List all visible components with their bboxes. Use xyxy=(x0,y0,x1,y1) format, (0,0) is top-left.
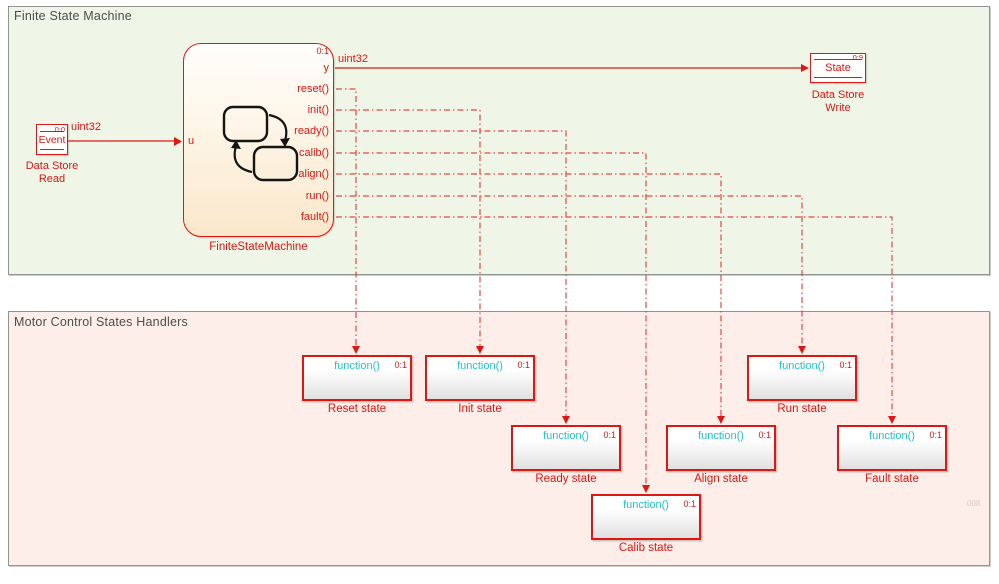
fsm-input-port-u: u xyxy=(188,135,195,147)
function-block-align-state[interactable]: function() 0:1 xyxy=(666,425,776,471)
fn-caption-init-state: Init state xyxy=(458,403,502,415)
function-block-reset-state[interactable]: function() 0:1 xyxy=(302,355,412,401)
ds-write-badge: 0:9 xyxy=(852,53,863,62)
fn-badge: 0:1 xyxy=(839,360,852,370)
fn-caption-calib-state: Calib state xyxy=(618,542,674,554)
fn-badge: 0:1 xyxy=(758,430,771,440)
fn-caption-ready-state: Ready state xyxy=(535,473,597,485)
ds-write-top-rule xyxy=(814,59,862,60)
fn-header: function() xyxy=(623,499,669,511)
fsm-event-port-init: init() xyxy=(307,104,329,116)
data-store-read-block[interactable]: 0:0 Event xyxy=(36,124,68,155)
fsm-event-port-ready: ready() xyxy=(294,125,329,137)
ds-read-name: Event xyxy=(38,134,66,146)
fn-badge: 0:1 xyxy=(517,360,530,370)
function-block-calib-state[interactable]: function() 0:1 xyxy=(591,494,701,540)
fn-badge: 0:1 xyxy=(929,430,942,440)
fsm-event-port-fault: fault() xyxy=(300,211,329,223)
data-store-write-block[interactable]: 0:9 State xyxy=(810,53,866,83)
function-block-run-state[interactable]: function() 0:1 xyxy=(747,355,857,401)
signal-type-label-write: uint32 xyxy=(338,53,368,65)
fn-header: function() xyxy=(698,430,744,442)
ds-read-top-rule xyxy=(40,131,64,132)
data-wire-arrowheads xyxy=(174,64,809,146)
fsm-event-port-calib: calib() xyxy=(299,147,329,159)
function-block-ready-state[interactable]: function() 0:1 xyxy=(511,425,621,471)
fsm-event-port-reset: reset() xyxy=(297,83,329,95)
fsm-event-port-align: align() xyxy=(298,168,329,180)
fn-header: function() xyxy=(543,430,589,442)
ds-read-caption: Data Store Read xyxy=(25,160,79,185)
signal-type-label-read: uint32 xyxy=(71,121,101,133)
ds-write-bottom-rule xyxy=(814,77,862,78)
fn-caption-align-state: Align state xyxy=(694,473,748,485)
ds-write-name: State xyxy=(825,62,851,74)
function-call-wires xyxy=(336,88,893,486)
ds-read-badge: 0:0 xyxy=(54,125,65,134)
fn-header: function() xyxy=(869,430,915,442)
fn-badge: 0:1 xyxy=(603,430,616,440)
fn-header: function() xyxy=(779,360,825,372)
stateflow-icon xyxy=(222,105,299,182)
ds-write-caption: Data Store Write xyxy=(811,89,865,114)
region-title-fsm: Finite State Machine xyxy=(14,9,132,23)
fsm-event-port-run: run() xyxy=(305,190,329,202)
fn-caption-reset-state: Reset state xyxy=(327,403,387,415)
faint-watermark: 008 xyxy=(967,499,981,508)
fsm-output-port-y: y xyxy=(323,62,330,74)
fn-caption-fault-state: Fault state xyxy=(865,473,919,485)
region-motor-control-states-handlers xyxy=(8,311,990,566)
fn-header: function() xyxy=(334,360,380,372)
fn-header: function() xyxy=(457,360,503,372)
fn-badge: 0:1 xyxy=(394,360,407,370)
finite-state-machine-chart-block[interactable]: 0:1 xyxy=(183,43,334,237)
data-wires xyxy=(68,67,802,142)
fsm-sample-time-badge: 0:1 xyxy=(316,46,329,56)
ds-read-bottom-rule xyxy=(40,149,64,150)
fn-badge: 0:1 xyxy=(683,499,696,509)
function-call-arrowheads xyxy=(352,346,896,493)
fsm-block-name[interactable]: FiniteStateMachine xyxy=(209,241,308,253)
region-title-handlers: Motor Control States Handlers xyxy=(14,315,188,329)
fn-caption-run-state: Run state xyxy=(777,403,827,415)
function-block-fault-state[interactable]: function() 0:1 xyxy=(837,425,947,471)
function-block-init-state[interactable]: function() 0:1 xyxy=(425,355,535,401)
